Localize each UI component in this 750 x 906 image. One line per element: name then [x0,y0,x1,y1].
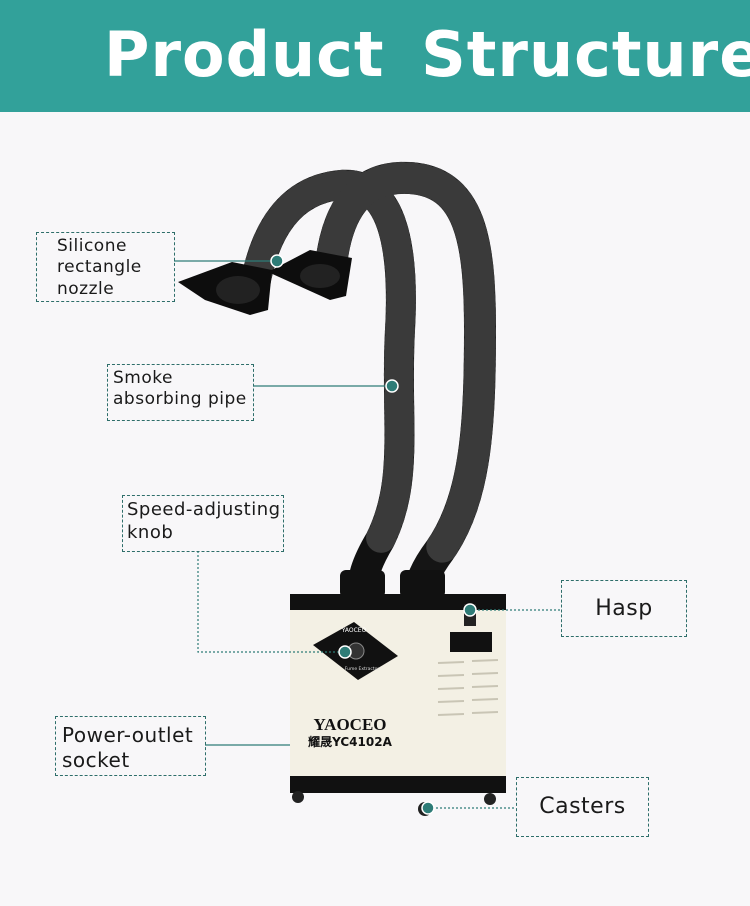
label-socket: Power-outlet socket [55,716,206,776]
vents [437,659,499,716]
right-hose-ribs [314,161,497,566]
hasp-marker [463,603,477,617]
panel-brand: YAOCEO [341,627,367,634]
connector-lines [174,260,561,809]
left-hose-base [340,570,385,598]
label-casters: Casters [516,777,649,837]
cabinet-base [290,776,506,793]
label-knob: Speed-adjusting knob [122,495,284,552]
casters-marker [421,801,435,815]
knob-marker [338,645,352,659]
brand-name: YAOCEO [313,715,386,734]
nozzle-marker [270,254,284,268]
header-banner: Product Structure [0,0,750,112]
left-nozzle-opening [216,276,260,304]
label-nozzle: Silicone rectangle nozzle [36,232,175,302]
label-hasp: Hasp [561,580,687,637]
cabinet-top [290,594,506,612]
pipe-marker [385,379,399,393]
handle-slot [450,632,492,652]
panel-caption: Fume Extractor [345,666,380,672]
right-nozzle-opening [300,264,340,288]
label-pipe: Smoke absorbing pipe [107,364,254,421]
left-hose-ribs [240,169,416,555]
page-title: Product Structure [104,18,750,91]
model-name: 耀晟YC4102A [307,735,392,749]
right-hose-base [400,570,445,598]
casters-wheels [292,791,496,816]
